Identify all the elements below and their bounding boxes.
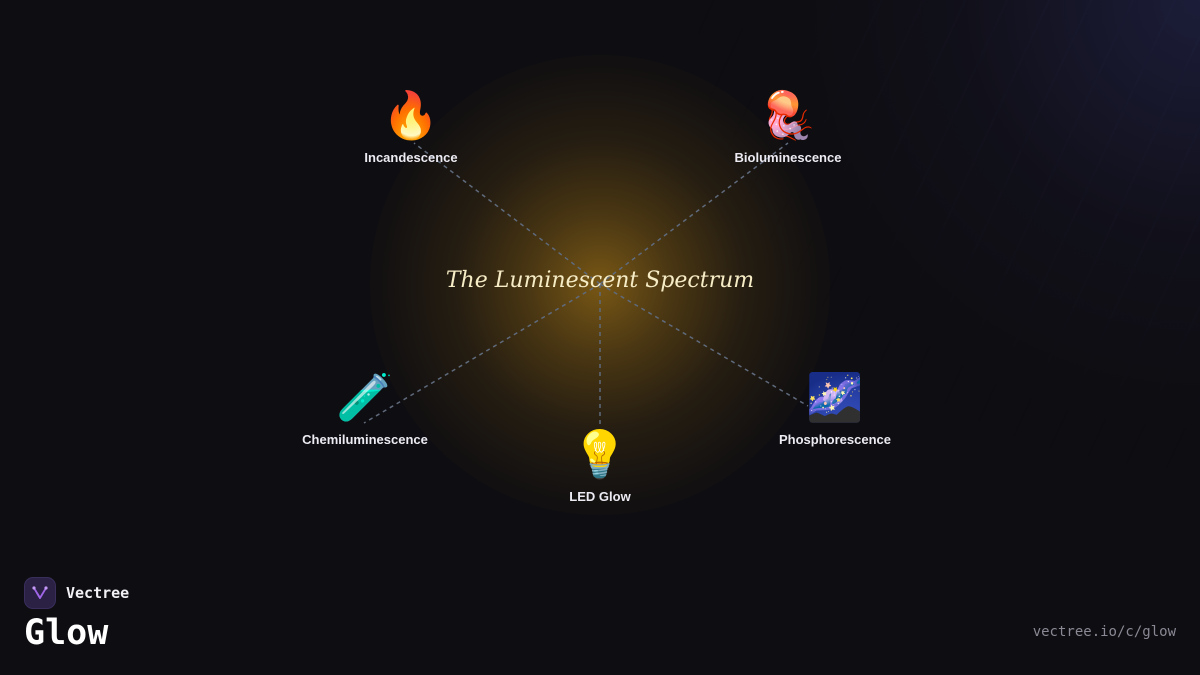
node-incandescence[interactable]: 🔥 Incandescence: [311, 88, 511, 165]
connector-bioluminescence: [599, 142, 789, 285]
node-phosphorescence[interactable]: 🌌 Phosphorescence: [735, 370, 935, 447]
node-label: Phosphorescence: [779, 432, 891, 447]
light-bulb-icon: 💡: [571, 429, 629, 480]
connector-chemiluminescence: [363, 283, 601, 424]
node-chemiluminescence[interactable]: 🧪 Chemiluminescence: [265, 370, 465, 447]
milky-way-icon: 🌌: [806, 372, 864, 423]
jellyfish-icon: 🪼: [759, 90, 817, 141]
node-label: Chemiluminescence: [302, 432, 428, 447]
brand-block: Vectree Glow: [24, 577, 129, 655]
vectree-logo-icon[interactable]: [24, 577, 56, 609]
page-url[interactable]: vectree.io/c/glow: [1032, 624, 1176, 640]
connector-phosphorescence: [599, 283, 809, 407]
node-label: LED Glow: [569, 489, 631, 504]
product-name: Glow: [24, 613, 109, 653]
fire-icon: 🔥: [382, 90, 440, 141]
test-tube-icon: 🧪: [336, 372, 394, 423]
node-label: Incandescence: [364, 150, 458, 165]
node-bioluminescence[interactable]: 🪼 Bioluminescence: [688, 88, 888, 165]
connector-incandescence: [413, 142, 601, 285]
brand-name: Vectree: [66, 584, 130, 602]
diagram-title: The Luminescent Spectrum: [445, 268, 755, 293]
node-label: Bioluminescence: [734, 150, 842, 165]
node-led-glow[interactable]: 💡 LED Glow: [500, 427, 700, 504]
